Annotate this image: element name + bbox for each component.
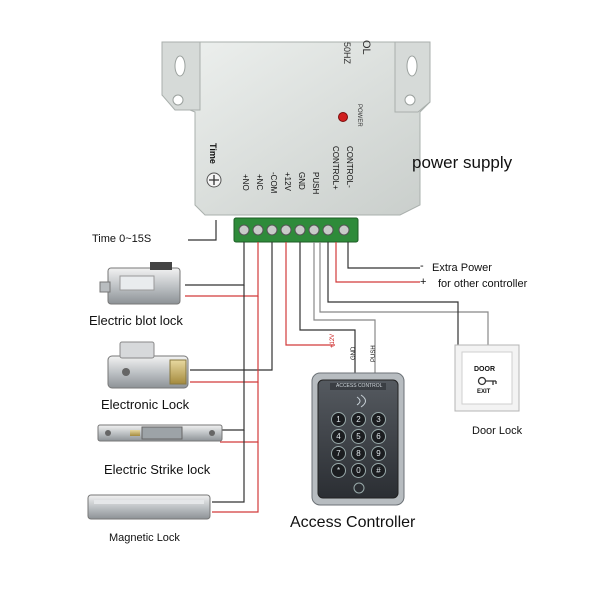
wires	[185, 220, 489, 513]
key-hash[interactable]: #	[371, 463, 386, 478]
power-led	[338, 112, 348, 122]
key-5[interactable]: 5	[351, 429, 366, 444]
key-1[interactable]: 1	[331, 412, 346, 427]
key-star[interactable]: *	[331, 463, 346, 478]
wire-exit-a	[319, 242, 489, 345]
key-icon	[477, 376, 497, 386]
mount-hole	[174, 55, 186, 77]
wire-push	[313, 242, 376, 375]
magnetic-lock-label: Magnetic Lock	[109, 532, 180, 544]
key-9[interactable]: 9	[371, 446, 386, 461]
electronic-lock-image	[107, 341, 189, 389]
magnetic-lock-image	[87, 494, 211, 520]
door-lock-label: Door Lock	[472, 425, 523, 437]
extra-power-label: Extra Power	[432, 262, 492, 274]
terminal-label-gnd: GND	[297, 172, 306, 190]
psu-header-text: OL	[360, 40, 372, 55]
exit-button-text-door: DOOR	[474, 366, 495, 373]
wire-label-push: PUSH	[371, 345, 377, 362]
power-led-label: POWER	[356, 104, 362, 127]
controller-header-text: ACCESS CONTROL	[336, 383, 383, 389]
extra-power-plus: +	[420, 276, 427, 288]
power-supply-label: power supply	[412, 153, 513, 172]
mount-hole	[406, 55, 418, 77]
key-6[interactable]: 6	[371, 429, 386, 444]
key-3[interactable]: 3	[371, 412, 386, 427]
terminal-label-nc: +NC	[255, 174, 264, 191]
terminal-label-com: -COM	[269, 172, 278, 194]
door-exit-button-device	[454, 344, 520, 412]
wire-extra-plus	[335, 242, 420, 283]
mount-hole	[172, 94, 184, 106]
wire-12v	[285, 242, 335, 346]
key-8[interactable]: 8	[351, 446, 366, 461]
terminal-label-no: +NO	[241, 174, 250, 191]
terminal-block	[233, 217, 359, 243]
mount-hole	[404, 94, 416, 106]
electronic-lock-label: Electronic Lock	[101, 397, 190, 412]
electric-strike-lock-image	[97, 424, 223, 442]
bell-icon[interactable]	[353, 482, 365, 494]
key-2[interactable]: 2	[351, 412, 366, 427]
exit-button-text-exit: EXIT	[477, 389, 491, 395]
wire-nc	[185, 242, 259, 297]
wire-label-gnd: GND	[351, 346, 357, 360]
wire-label-12v: +12V	[330, 333, 336, 348]
terminal-label-control-plus: CONTROL+	[331, 146, 340, 190]
wire-exit-b	[327, 242, 459, 345]
psu-hz-text: 50HZ	[342, 42, 352, 65]
terminal-label-push: PUSH	[311, 172, 320, 195]
key-0[interactable]: 0	[351, 463, 366, 478]
access-controller-label: Access Controller	[290, 514, 416, 531]
rfid-icon	[356, 394, 366, 408]
wire-gnd	[299, 242, 356, 375]
terminal-label-control-minus: CONTROL-	[345, 146, 354, 188]
wire-extra-minus	[347, 242, 420, 269]
terminal-screws	[238, 224, 350, 236]
time-knob-label: Time	[208, 143, 218, 164]
key-7[interactable]: 7	[331, 446, 346, 461]
electric-bolt-lock-image	[99, 262, 181, 305]
wire-com	[190, 242, 273, 371]
key-4[interactable]: 4	[331, 429, 346, 444]
time-range-label: Time 0~15S	[92, 233, 152, 245]
wire-no	[185, 242, 245, 286]
power-supply-unit	[161, 41, 431, 216]
electric-bolt-lock-label: Electric blot lock	[89, 313, 183, 328]
terminal-label-12v: +12V	[283, 172, 292, 191]
extra-power-minus: -	[420, 260, 424, 272]
electric-strike-lock-label: Electric Strike lock	[104, 462, 211, 477]
extra-power-sublabel: for other controller	[438, 278, 528, 290]
